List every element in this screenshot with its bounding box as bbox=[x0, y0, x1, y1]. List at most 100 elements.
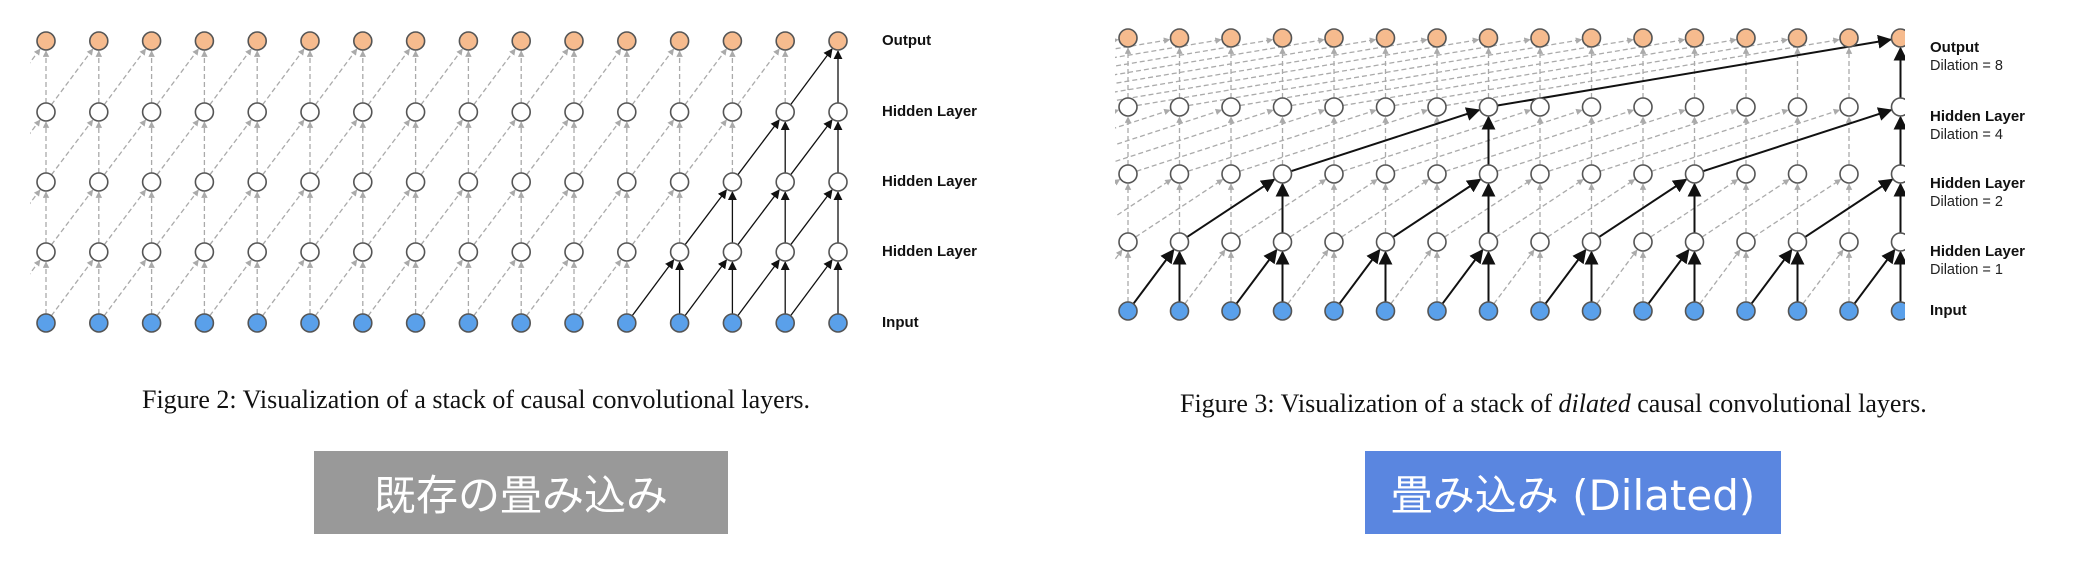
dashed-edge bbox=[262, 48, 305, 106]
hidden-node bbox=[511, 102, 532, 122]
hidden-node bbox=[1633, 164, 1653, 184]
input-node bbox=[1787, 301, 1808, 321]
hidden-node bbox=[669, 172, 690, 192]
output-node bbox=[828, 31, 848, 51]
dashed-edge bbox=[209, 259, 252, 317]
input-node bbox=[1375, 301, 1396, 321]
hidden-node bbox=[1684, 164, 1705, 184]
figure-2-caption: Figure 2: Visualization of a stack of ca… bbox=[142, 385, 811, 414]
output-node bbox=[511, 31, 532, 51]
dashed-edge bbox=[103, 189, 147, 246]
layer-label: Input bbox=[1930, 302, 1967, 320]
dashed-edge bbox=[1115, 37, 1325, 76]
solid-edge bbox=[1338, 248, 1381, 305]
solid-edge bbox=[790, 119, 833, 176]
hidden-node bbox=[247, 172, 268, 192]
dashed-edge bbox=[103, 259, 147, 317]
dashed-edge bbox=[1136, 37, 1531, 107]
output-node bbox=[669, 31, 690, 51]
output-node bbox=[564, 31, 584, 51]
hidden-node bbox=[1221, 232, 1241, 252]
input-node bbox=[511, 313, 532, 333]
dashed-edge bbox=[30, 259, 41, 275]
hidden-node bbox=[194, 172, 215, 192]
input-node bbox=[1736, 301, 1756, 321]
hidden-node bbox=[247, 242, 268, 262]
dashed-edge bbox=[1115, 108, 1274, 163]
output-node bbox=[1272, 28, 1293, 48]
dashed-edge bbox=[420, 259, 463, 317]
hidden-node bbox=[36, 242, 56, 262]
solid-edges bbox=[1132, 34, 1905, 305]
input-node bbox=[828, 313, 848, 333]
hidden-node bbox=[669, 102, 690, 122]
dashed-edge bbox=[1802, 249, 1844, 305]
dashed-edge bbox=[420, 119, 463, 176]
dashed-edge bbox=[50, 119, 94, 176]
dashed-edge bbox=[156, 48, 199, 106]
hidden-node bbox=[1787, 164, 1808, 184]
dashed-edge bbox=[631, 48, 675, 106]
solid-edge bbox=[1544, 248, 1587, 305]
hidden-node bbox=[1324, 97, 1344, 117]
hidden-node bbox=[89, 172, 109, 192]
layer-name: Hidden Layer bbox=[1930, 243, 2026, 260]
hidden-node bbox=[352, 102, 373, 122]
dashed-edge bbox=[314, 259, 358, 317]
hidden-node bbox=[36, 102, 56, 122]
dashed-edge bbox=[1115, 108, 1171, 129]
hidden-node bbox=[1375, 164, 1396, 184]
output-node bbox=[1890, 28, 1905, 48]
dashed-edge bbox=[209, 189, 252, 246]
hidden-node bbox=[300, 242, 320, 262]
dashed-edge bbox=[50, 259, 94, 317]
dashed-edge bbox=[1115, 108, 1223, 146]
dashed-edge bbox=[1445, 37, 1840, 107]
input-node bbox=[141, 313, 162, 333]
solid-edge bbox=[737, 189, 780, 246]
output-node bbox=[1633, 28, 1653, 48]
hidden-node bbox=[1530, 97, 1550, 117]
hidden-node bbox=[1530, 232, 1550, 252]
dilation-value: Dilation = 4 bbox=[1930, 127, 2003, 143]
output-node bbox=[1787, 28, 1808, 48]
input-node bbox=[1684, 301, 1705, 321]
solid-edge bbox=[1702, 107, 1893, 173]
dashed-edge bbox=[1548, 108, 1738, 172]
dashed-edge bbox=[737, 48, 780, 106]
dashed-edge bbox=[156, 119, 199, 176]
dashed-edge bbox=[367, 189, 411, 246]
hidden-node bbox=[300, 172, 320, 192]
dashed-edge bbox=[578, 189, 622, 246]
dashed-edge bbox=[578, 48, 622, 106]
hidden-node bbox=[775, 242, 796, 262]
layer-name: Hidden Layer bbox=[1930, 175, 2026, 192]
output-node bbox=[1118, 28, 1138, 48]
dashed-edge bbox=[1341, 178, 1430, 238]
dashed-edge bbox=[50, 48, 94, 106]
hidden-node bbox=[1581, 232, 1602, 252]
solid-edge bbox=[1235, 248, 1278, 305]
hidden-node bbox=[1633, 97, 1653, 117]
layer-label: Hidden Layer bbox=[882, 173, 977, 191]
hidden-node bbox=[1324, 232, 1344, 252]
dashed-edge bbox=[684, 48, 727, 106]
output-node bbox=[1736, 28, 1756, 48]
output-node bbox=[89, 31, 109, 51]
input-node bbox=[1890, 301, 1905, 321]
dashed-edge bbox=[1188, 37, 1583, 107]
solid-edge bbox=[1647, 248, 1690, 305]
hidden-node bbox=[1272, 232, 1293, 252]
solid-edge bbox=[737, 259, 780, 317]
dilated-conv-diagram bbox=[1115, 28, 1905, 321]
dashed-edge bbox=[314, 119, 358, 176]
hidden-node bbox=[1375, 97, 1396, 117]
solid-edge bbox=[684, 259, 727, 317]
dashed-edge bbox=[473, 189, 516, 246]
hidden-node bbox=[194, 242, 215, 262]
input-node bbox=[1272, 301, 1293, 321]
hidden-node bbox=[141, 242, 162, 262]
hidden-node bbox=[194, 102, 215, 122]
dashed-edge bbox=[314, 189, 358, 246]
